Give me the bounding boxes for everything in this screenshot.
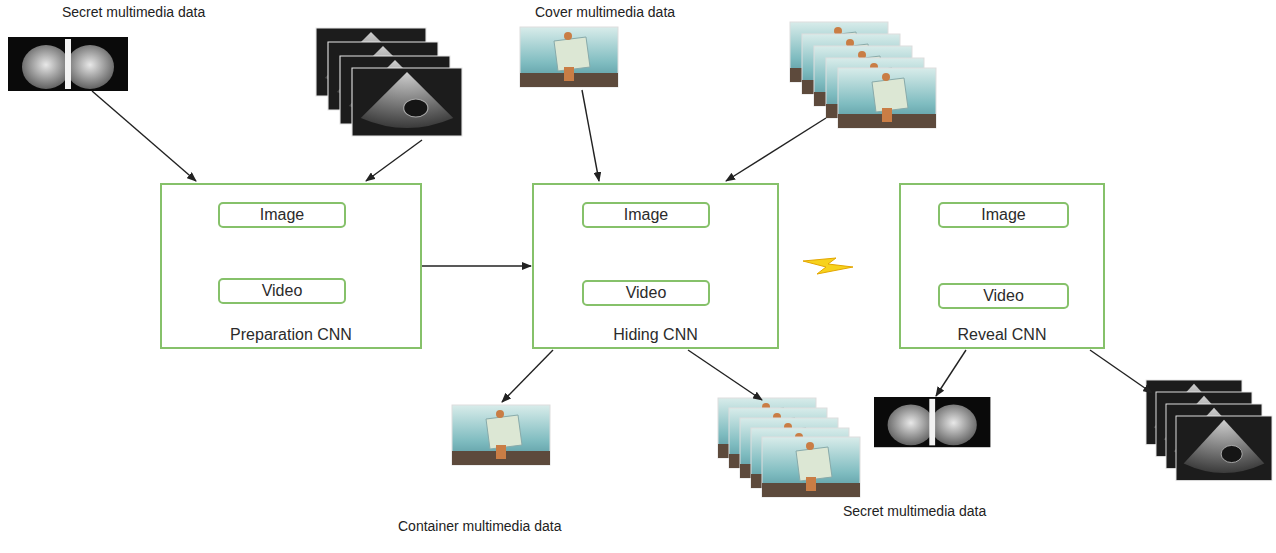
mode-label: Image (260, 206, 304, 224)
caption-label: Container multimedia data (398, 518, 561, 534)
mode-label: Video (626, 284, 667, 302)
cover-image (520, 27, 618, 87)
cover-stack (790, 22, 936, 128)
container-stack (718, 398, 860, 497)
container-image (452, 405, 550, 465)
xray-image (8, 37, 128, 91)
caption-label: Secret multimedia data (62, 4, 205, 20)
revealed-ultrasound-stack (1146, 380, 1272, 481)
mode-pill: Video (938, 283, 1069, 309)
flow-arrow (422, 265, 531, 266)
mode-label: Image (981, 206, 1025, 224)
mode-label: Video (983, 287, 1024, 305)
caption-label: Cover multimedia data (535, 4, 675, 20)
revealed-xray (874, 397, 990, 447)
mode-pill: Video (582, 280, 710, 306)
mode-pill: Image (938, 202, 1069, 228)
cnn-box: Hiding CNN ImageVideo (532, 183, 779, 349)
mode-label: Image (624, 206, 668, 224)
leader-arrows (92, 90, 1152, 402)
cnn-box: Reveal CNN ImageVideo (899, 183, 1105, 349)
box-title: Reveal CNN (901, 326, 1103, 344)
lightning-symbol (803, 258, 853, 274)
caption-label: Secret multimedia data (843, 503, 986, 519)
box-title: Hiding CNN (534, 326, 777, 344)
mode-pill: Image (582, 202, 710, 228)
mode-pill: Video (218, 278, 346, 304)
mode-label: Video (262, 282, 303, 300)
box-title: Preparation CNN (162, 326, 420, 344)
cnn-box: Preparation CNN ImageVideo (160, 183, 422, 349)
ultrasound-stack (316, 28, 462, 136)
mode-pill: Image (218, 202, 346, 228)
